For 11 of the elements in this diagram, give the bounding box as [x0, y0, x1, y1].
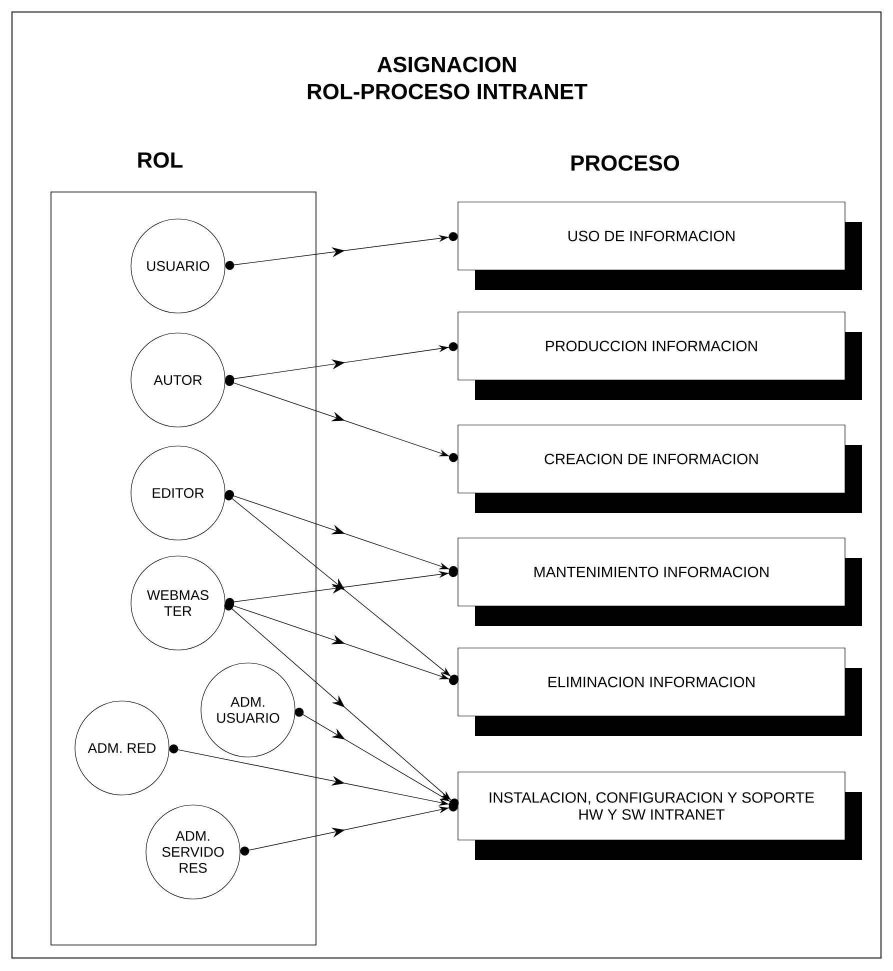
- process-box: PRODUCCION INFORMACION: [458, 312, 862, 400]
- column-heading: PROCESO: [571, 155, 680, 171]
- arrow: [225, 376, 458, 462]
- process-box: USO DE INFORMACION: [458, 202, 862, 290]
- process-box: ELIMINACION INFORMACION: [458, 648, 862, 736]
- arrow: [225, 232, 458, 270]
- title: ASIGNACION ROL-PROCESO INTRANET: [308, 56, 588, 100]
- process-box: INSTALACION, CONFIGURACION Y SOPORTE HW Y SW INTRANET: [458, 772, 862, 860]
- process-box: MANTENIMIENTO INFORMACION: [458, 538, 862, 626]
- process-box: CREACION DE INFORMACION: [458, 424, 862, 513]
- node-label: ROL: [138, 152, 183, 168]
